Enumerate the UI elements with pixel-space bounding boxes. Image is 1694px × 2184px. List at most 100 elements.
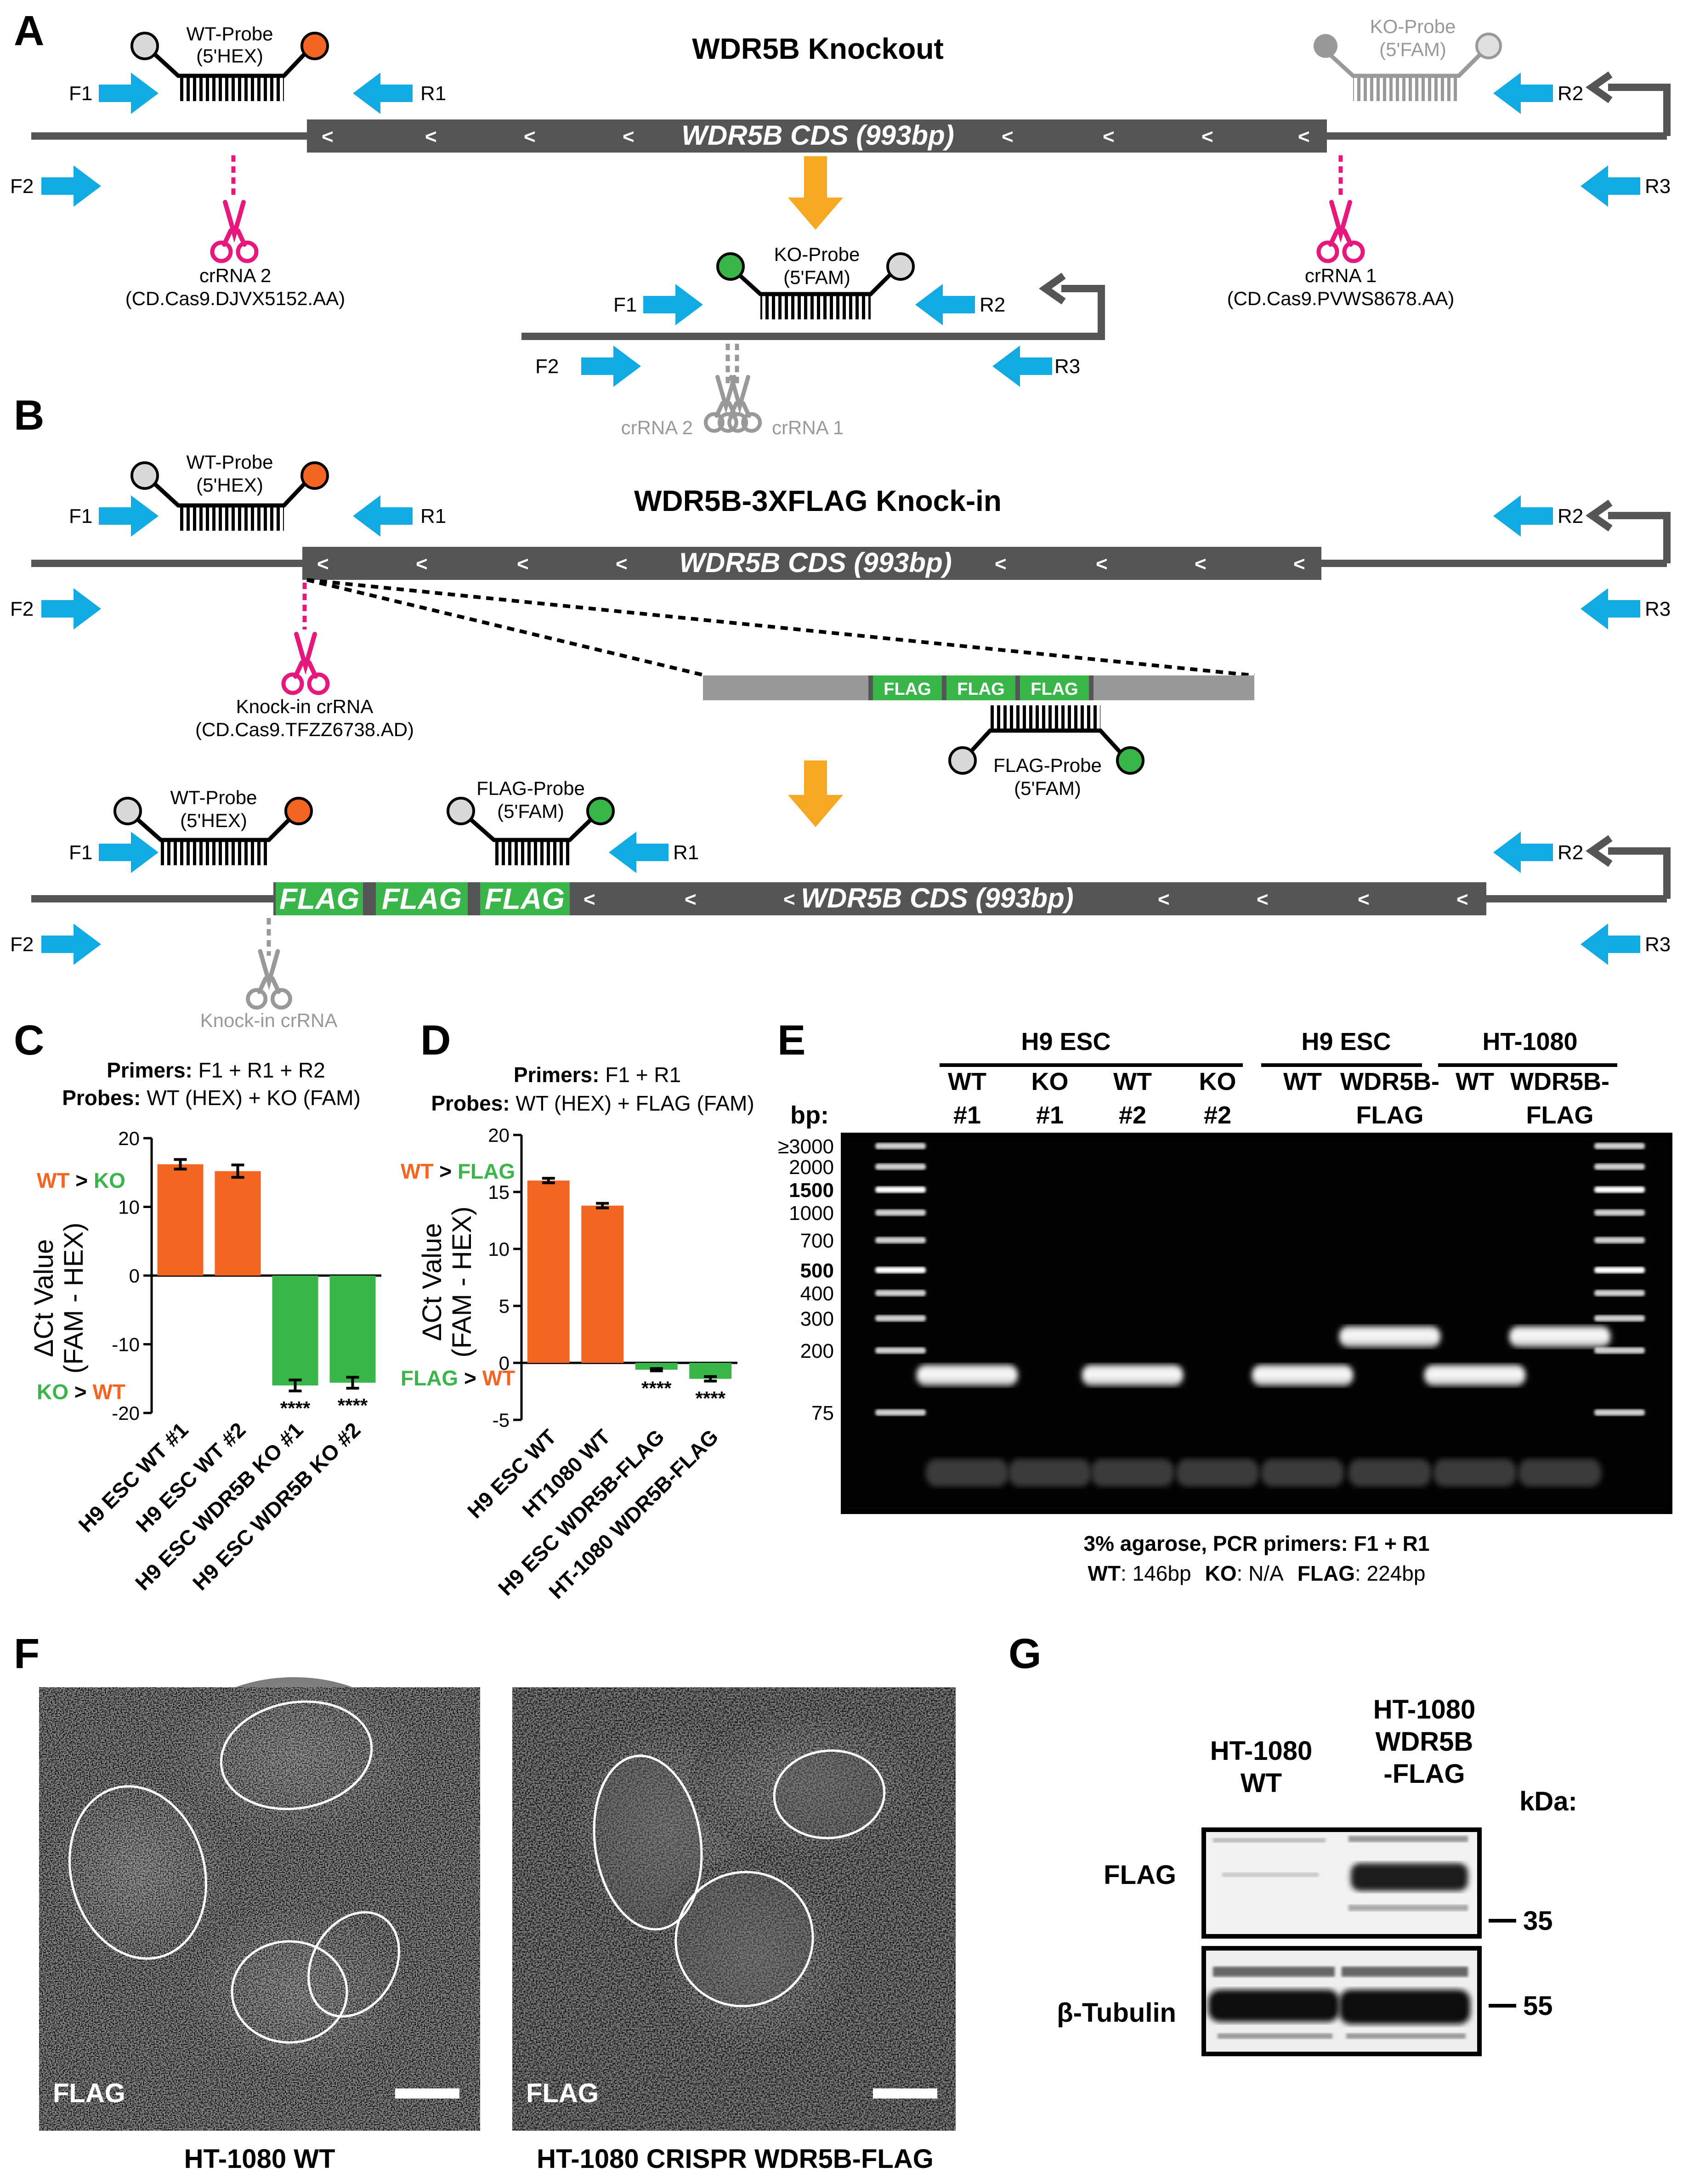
y-tick-label: -20 [112, 1402, 140, 1424]
lane-label: #2 [1204, 1101, 1231, 1129]
chart-d-ylabel: ΔCt Value (FAM - HEX) [417, 1207, 477, 1358]
bar-2 [215, 1171, 261, 1276]
svg-text:(FAM - HEX): (FAM - HEX) [447, 1207, 477, 1358]
lane-label: WT [948, 1068, 986, 1095]
ladder-band [875, 1237, 926, 1243]
ladder-band [1594, 1347, 1645, 1354]
flag-probe: FLAG-Probe (5'FAM) [948, 705, 1144, 799]
scissors-icon [212, 202, 256, 261]
fam-fluorophore-icon [1116, 746, 1144, 775]
svg-text:R2: R2 [980, 294, 1005, 316]
pcr-band [1509, 1326, 1610, 1347]
significance-label: **** [641, 1377, 672, 1399]
svg-text:Probes: WT (HEX) + FLAG (FAM): Probes: WT (HEX) + FLAG (FAM) [431, 1091, 754, 1115]
lane-label: WT [1456, 1068, 1494, 1095]
svg-text:ΔCt Value: ΔCt Value [29, 1239, 59, 1357]
gel-group-headers: H9 ESC H9 ESC HT-1080 [940, 1028, 1617, 1067]
quencher-icon [1475, 33, 1502, 59]
quencher-icon [948, 746, 977, 775]
cds-block [307, 119, 1327, 153]
svg-text:F2: F2 [10, 175, 34, 198]
svg-text:F1: F1 [69, 841, 92, 864]
panel-f: F FLAG FLAG [14, 1630, 956, 2174]
bar-1 [157, 1164, 204, 1276]
panel-e: E H9 ESC H9 ESC HT-1080 WT#1KO#1WT#2KO#2… [777, 1017, 1672, 1585]
svg-text:F1: F1 [69, 505, 92, 528]
pcr-band [917, 1365, 1018, 1386]
svg-text:R3: R3 [1645, 175, 1671, 198]
bar-3 [635, 1363, 678, 1370]
primer-r3: R3 [1581, 588, 1671, 630]
panel-g: G HT-1080 WT HT-1080 WDR5B -FLAG kDa: FL… [1008, 1630, 1577, 2056]
panel-c: C Primers: F1 + R1 + R2 Probes: WT (HEX)… [14, 1017, 381, 1595]
svg-text:<: < [1257, 888, 1269, 911]
svg-text:Primers: F1 + R1 + R2: Primers: F1 + R1 + R2 [107, 1058, 325, 1082]
y-tick-label: 5 [499, 1295, 510, 1317]
svg-text:(CD.Cas9.TFZZ6738.AD): (CD.Cas9.TFZZ6738.AD) [195, 719, 414, 740]
svg-text:KO-Probe: KO-Probe [774, 244, 860, 265]
svg-text:WDR5B CDS (993bp): WDR5B CDS (993bp) [801, 883, 1073, 913]
svg-text:Primers: F1 + R1: Primers: F1 + R1 [514, 1063, 681, 1087]
svg-text:<: < [623, 125, 635, 148]
chart-c-ylabel: ΔCt Value (FAM - HEX) [29, 1223, 89, 1374]
ladder-size-label: 1500 [789, 1179, 834, 1202]
svg-text:F2: F2 [535, 355, 559, 378]
svg-text:-FLAG: -FLAG [1383, 1759, 1465, 1789]
scissors-icon [283, 634, 328, 693]
cds-label: WDR5B CDS (993bp) [681, 120, 954, 151]
ko-allele-track: KO-Probe (5'FAM) F1 R2 F2 R3 crRNA 2 crR… [521, 244, 1105, 438]
svg-text:ΔCt Value: ΔCt Value [417, 1223, 447, 1341]
svg-text:<: < [524, 125, 536, 148]
svg-text:β-Tubulin: β-Tubulin [1057, 1998, 1176, 2028]
svg-text:55: 55 [1523, 1991, 1553, 2021]
ko-probe-grey: KO-Probe (5'FAM) [1314, 16, 1502, 101]
svg-text:<: < [1096, 553, 1108, 575]
ladder-size-label: 300 [800, 1308, 834, 1330]
ladder-band [875, 1163, 926, 1170]
wt-probe: WT-Probe (5'HEX) [113, 787, 313, 865]
svg-text:R1: R1 [673, 841, 699, 864]
ladder-size-label: 400 [800, 1282, 834, 1305]
bar-1 [527, 1180, 570, 1363]
primer-r1: R1 [353, 73, 446, 114]
fam-fluorophore-icon [1314, 34, 1337, 58]
svg-text:R2: R2 [1558, 505, 1583, 528]
svg-text:FLAG: FLAG [1031, 680, 1078, 699]
ladder-band [1594, 1409, 1645, 1416]
chart-d-upper-note: WT > FLAG [401, 1159, 515, 1183]
primer-f1: F1 [69, 73, 159, 114]
svg-text:WDR5B: WDR5B [1376, 1727, 1473, 1757]
svg-text:<: < [783, 888, 795, 911]
svg-text:3% agarose, PCR primers: F1 +: 3% agarose, PCR primers: F1 + R1 [1084, 1532, 1430, 1555]
lane-label: #1 [1036, 1101, 1064, 1129]
western-blot-tubulin [1201, 1946, 1482, 2056]
svg-text:R3: R3 [1645, 598, 1671, 620]
ladder-band [875, 1143, 926, 1149]
svg-text:FLAG: FLAG [957, 680, 1004, 699]
panel-a: A WDR5B Knockout WDR5B CDS (993bp) <<<< … [10, 7, 1671, 438]
svg-text:Probes: WT (HEX) + KO (FAM): Probes: WT (HEX) + KO (FAM) [62, 1086, 361, 1110]
y-tick-label: 0 [499, 1352, 510, 1374]
ladder-band [1594, 1163, 1645, 1170]
primer-r3: R3 [1581, 165, 1671, 207]
knockin-title: WDR5B-3XFLAG Knock-in [634, 484, 1002, 517]
svg-text:<: < [1358, 888, 1370, 911]
svg-text:F: F [14, 1630, 40, 1677]
hex-fluorophore-icon [300, 461, 329, 490]
y-tick-label: 10 [488, 1238, 510, 1260]
primer-dimer-smear [1176, 1459, 1259, 1486]
quencher-icon [886, 252, 915, 281]
svg-text:WT-Probe: WT-Probe [186, 451, 273, 473]
y-tick-label: 0 [129, 1265, 140, 1287]
down-arrow-icon [788, 760, 843, 827]
panel-d: D Primers: F1 + R1 Probes: WT (HEX) + FL… [401, 1017, 754, 1603]
chart-c-upper-note: WT > KO [37, 1169, 125, 1192]
svg-text:<: < [1298, 125, 1310, 148]
svg-text:FLAG: FLAG [53, 2078, 125, 2108]
ladder-size-label: 500 [800, 1259, 834, 1282]
svg-text:<: < [1002, 125, 1014, 148]
svg-text:<: < [517, 553, 529, 575]
svg-text:HT-1080: HT-1080 [1482, 1028, 1577, 1055]
